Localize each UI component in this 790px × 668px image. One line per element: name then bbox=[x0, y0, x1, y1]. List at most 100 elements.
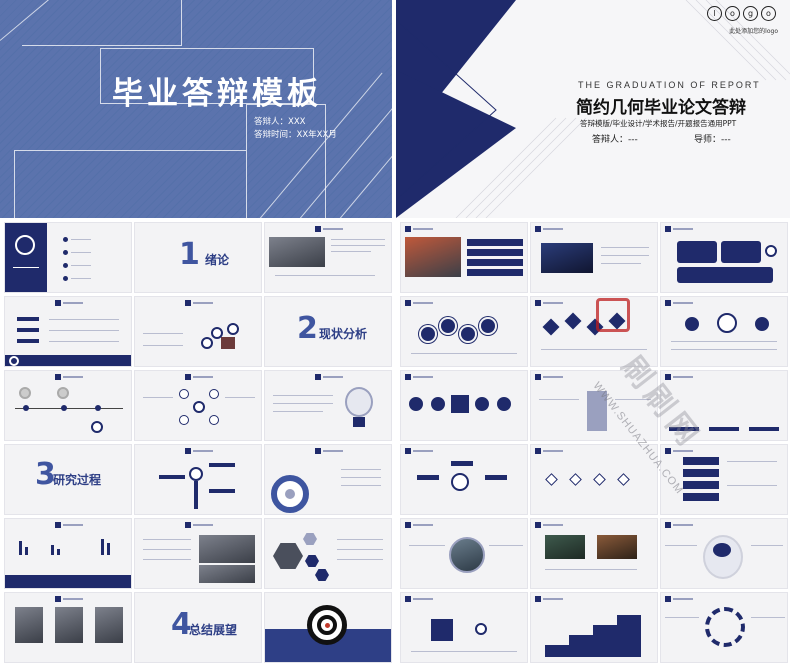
cycle-node bbox=[179, 389, 189, 399]
geometric-triangles bbox=[396, 0, 790, 218]
slide-thumb-hexagons[interactable] bbox=[264, 518, 392, 589]
slide-thumb-timeline[interactable] bbox=[4, 370, 132, 441]
report-title: 简约几何毕业论文答辩 bbox=[576, 98, 746, 118]
cover-slide-left[interactable]: 毕业答辩模板 答辩人：XXX 答辩时间：XX年XX月 bbox=[0, 0, 392, 218]
slide-thumb-bulb[interactable] bbox=[264, 370, 392, 441]
cycle-node bbox=[209, 415, 219, 425]
tools-icon bbox=[201, 337, 213, 349]
slide-thumb-photos[interactable] bbox=[134, 518, 262, 589]
slide-tag bbox=[665, 374, 693, 380]
timeline-node bbox=[19, 387, 31, 399]
text-line bbox=[671, 341, 777, 342]
slide-thumb-section-3[interactable]: 3 研究过程 bbox=[4, 444, 132, 515]
books-photo bbox=[597, 535, 637, 559]
slide-thumb-gears[interactable] bbox=[400, 296, 528, 367]
slide-thumb-cycle-arrows[interactable] bbox=[660, 592, 788, 663]
text-line bbox=[751, 617, 785, 618]
blackboard-photo bbox=[545, 535, 585, 559]
slide-tag bbox=[185, 522, 213, 528]
slide-thumb-icons[interactable] bbox=[134, 296, 262, 367]
slide-thumb-icon-boxes[interactable] bbox=[660, 222, 788, 293]
slide-thumb-cycle[interactable] bbox=[134, 370, 262, 441]
list-pill bbox=[17, 339, 39, 343]
thermometer-icon bbox=[475, 623, 487, 635]
text-line bbox=[341, 477, 381, 478]
path-block bbox=[587, 391, 607, 431]
speaker-text: 答辩人：XXX bbox=[254, 117, 306, 127]
slide-tag bbox=[665, 522, 693, 528]
slide-thumb-circles[interactable] bbox=[660, 296, 788, 367]
text-line bbox=[143, 559, 191, 560]
slide-thumb-laptop[interactable] bbox=[530, 222, 658, 293]
stair-step bbox=[617, 615, 641, 657]
bar bbox=[19, 541, 22, 555]
text-line bbox=[331, 239, 385, 240]
report-subtitle: 答辩模版/毕业设计/学术报告/开题报告通用PPT bbox=[580, 119, 737, 128]
text-line bbox=[539, 399, 579, 400]
slide-thumb-diamonds[interactable] bbox=[530, 296, 658, 367]
stair-step bbox=[593, 625, 617, 657]
slide-thumb-list[interactable] bbox=[4, 296, 132, 367]
toc-item bbox=[467, 239, 523, 246]
slide-thumb-photo-circle[interactable] bbox=[400, 518, 528, 589]
text-line bbox=[337, 549, 383, 550]
slide-thumb-diamond-row[interactable] bbox=[530, 444, 658, 515]
text-line bbox=[143, 345, 183, 346]
section-title: 研究过程 bbox=[53, 473, 102, 487]
cover-slide-right[interactable]: l o g o 此处添加您的logo THE GRADUATION OF REP… bbox=[396, 0, 790, 218]
slide-thumb-board[interactable] bbox=[530, 518, 658, 589]
logo-subtitle: 此处添加您的logo bbox=[729, 28, 778, 35]
slide-thumb-section-4[interactable]: 4 总结展望 bbox=[134, 592, 262, 663]
slide-thumb-target-chart[interactable] bbox=[264, 444, 392, 515]
laptop-image bbox=[541, 243, 593, 273]
label-pill bbox=[417, 475, 439, 480]
slide-thumb-toc[interactable] bbox=[4, 222, 132, 293]
landscape-photo bbox=[269, 237, 325, 267]
slide-thumb-contents[interactable] bbox=[400, 222, 528, 293]
footer-band bbox=[5, 355, 131, 366]
slide-thumb-brain[interactable] bbox=[660, 518, 788, 589]
slide-thumb-pathway[interactable] bbox=[530, 370, 658, 441]
slide-thumb-stairs[interactable] bbox=[530, 592, 658, 663]
text-line bbox=[225, 397, 255, 398]
slide-thumb-cards[interactable] bbox=[660, 370, 788, 441]
slide-tag bbox=[55, 300, 83, 306]
cover-title: 毕业答辩模板 bbox=[112, 76, 322, 112]
cycle-node bbox=[209, 389, 219, 399]
toc-item bbox=[467, 269, 523, 276]
slide-thumb-dartboard[interactable] bbox=[264, 592, 392, 663]
refresh-icon-box bbox=[431, 619, 453, 641]
text-line bbox=[273, 411, 323, 412]
slide-thumb-mobile[interactable] bbox=[400, 444, 528, 515]
slide-thumb-section-1[interactable]: 1 绪论 bbox=[134, 222, 262, 293]
text-line bbox=[337, 539, 383, 540]
diagonal-line bbox=[339, 133, 392, 218]
timeline-dot bbox=[95, 405, 101, 411]
slide-thumb-key[interactable] bbox=[134, 444, 262, 515]
text-line bbox=[409, 545, 445, 546]
slide-thumb-gallery[interactable] bbox=[4, 592, 132, 663]
bullet bbox=[63, 250, 68, 255]
slide-tag bbox=[535, 226, 563, 232]
slide-tag bbox=[55, 374, 83, 380]
text-line bbox=[275, 275, 375, 276]
city-photo bbox=[405, 237, 461, 277]
slide-thumb-tags[interactable] bbox=[660, 444, 788, 515]
english-title: THE GRADUATION OF REPORT bbox=[578, 80, 761, 90]
text-line bbox=[601, 263, 641, 264]
slide-tag bbox=[665, 300, 693, 306]
slide-thumb-process[interactable] bbox=[400, 370, 528, 441]
slide-thumb-squares[interactable] bbox=[400, 592, 528, 663]
slide-tag bbox=[185, 448, 213, 454]
slide-thumb-section-2[interactable]: 2 现状分析 bbox=[264, 296, 392, 367]
text-line bbox=[489, 545, 523, 546]
slide-thumb-photo[interactable] bbox=[264, 222, 392, 293]
toc-line bbox=[71, 265, 91, 266]
diamond-shape bbox=[545, 473, 558, 486]
slide-tag bbox=[315, 374, 343, 380]
hexagon bbox=[305, 555, 319, 567]
text-line bbox=[665, 617, 699, 618]
slide-thumb-bar-chart[interactable] bbox=[4, 518, 132, 589]
globe-icon bbox=[765, 245, 777, 257]
text-line bbox=[545, 569, 637, 570]
